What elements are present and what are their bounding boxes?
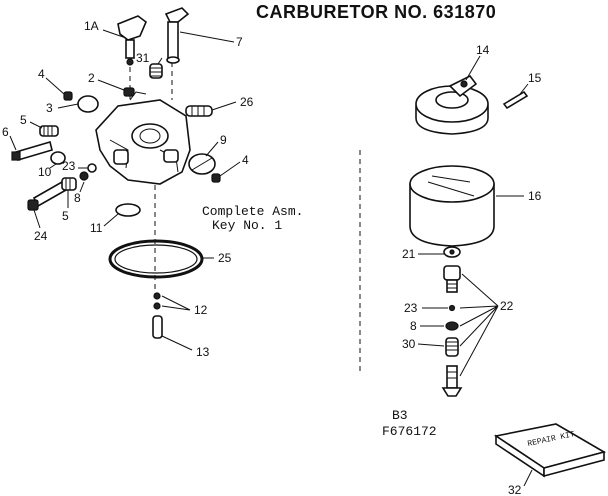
callout-14: 14 <box>476 43 490 57</box>
callout-31: 31 <box>136 51 150 65</box>
callout-8-left: 8 <box>74 191 81 205</box>
part-21-washer <box>443 246 461 258</box>
part-2-screw <box>123 87 135 97</box>
callout-26: 26 <box>240 95 254 109</box>
part-8-washer-right <box>445 321 459 331</box>
part-26-tube <box>185 105 213 117</box>
callout-32: 32 <box>508 483 522 496</box>
part-9-choke-plate <box>188 153 216 175</box>
key-number-note: Key No. 1 <box>212 218 283 233</box>
part-30-spring <box>445 337 459 357</box>
page-title: CARBURETOR NO. 631870 <box>256 2 497 22</box>
callout-12: 12 <box>194 303 208 317</box>
part-15-float-pin <box>502 90 529 110</box>
callout-labels: 1A 7 31 2 4 3 26 6 5 10 23 9 4 8 5 24 11… <box>2 19 542 496</box>
part-5-spring-lower <box>61 177 77 191</box>
part-32-repair-kit: REPAIR KIT <box>493 423 607 478</box>
part-13-pin <box>152 315 163 339</box>
callout-23-left: 23 <box>62 159 76 173</box>
callout-5-lower: 5 <box>62 209 69 223</box>
part-23-o-ring-right <box>448 304 456 312</box>
callout-3: 3 <box>46 101 53 115</box>
part-12-seals <box>153 292 161 310</box>
callout-21: 21 <box>402 247 416 261</box>
callout-13: 13 <box>196 345 210 359</box>
part-5-spring-upper <box>39 125 59 137</box>
carburetor-body <box>95 91 191 185</box>
part-6-needle-screw <box>11 140 53 162</box>
part-23-o-ring-left <box>87 163 97 173</box>
part-10-gasket <box>50 151 66 165</box>
callout-6: 6 <box>2 125 9 139</box>
part-24-needle-lower <box>27 180 68 211</box>
callout-10: 10 <box>38 165 52 179</box>
callout-23-right: 23 <box>404 301 418 315</box>
part-14-float <box>415 74 489 135</box>
leader-lines <box>9 29 533 487</box>
callout-24: 24 <box>34 229 48 243</box>
callout-5-top: 5 <box>20 113 27 127</box>
callout-22: 22 <box>500 299 514 313</box>
callout-9: 9 <box>220 133 227 147</box>
part-22-screw <box>441 365 463 397</box>
callout-4-right: 4 <box>242 153 249 167</box>
part-16-float-bowl <box>409 165 495 247</box>
part-25-bowl-gasket <box>108 239 204 279</box>
callout-8-right: 8 <box>410 319 417 333</box>
complete-assembly-note: Complete Asm. <box>202 204 304 219</box>
part-8-washer-left <box>79 171 89 181</box>
callout-4-top: 4 <box>38 67 45 81</box>
callout-7: 7 <box>236 35 243 49</box>
part-1a-throttle-lever <box>117 15 147 66</box>
part-4-screw-left <box>63 91 73 101</box>
diagram-code-f676172: F676172 <box>382 424 437 439</box>
part-31-spring <box>149 63 163 79</box>
part-7-choke-shaft <box>164 7 190 64</box>
diagram-code-b3: B3 <box>392 408 408 423</box>
callout-30: 30 <box>402 337 416 351</box>
callout-16: 16 <box>528 189 542 203</box>
callout-25: 25 <box>218 251 232 265</box>
callout-2: 2 <box>88 71 95 85</box>
part-4-screw-right <box>211 173 221 183</box>
callout-1a: 1A <box>84 19 99 33</box>
callout-11: 11 <box>90 221 103 235</box>
part-11-gasket <box>115 203 141 217</box>
part-22-bowl-nut <box>443 265 461 293</box>
callout-15: 15 <box>528 71 542 85</box>
part-3-throttle-plate <box>77 95 99 113</box>
